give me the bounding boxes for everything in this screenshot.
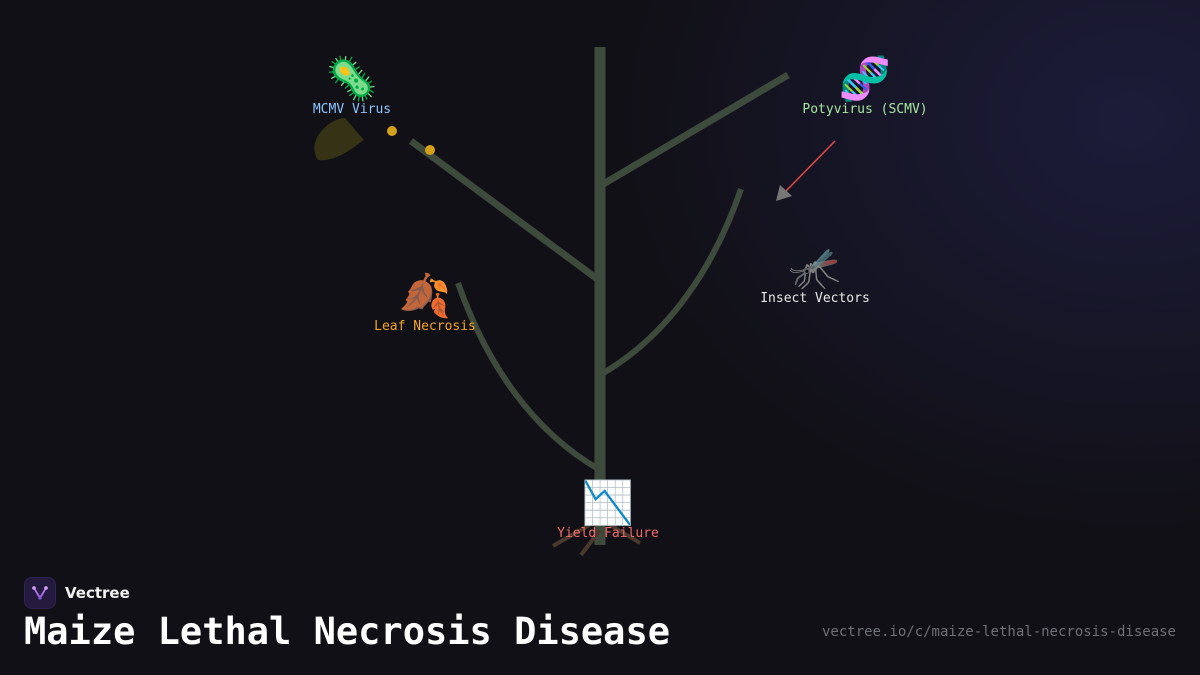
root-right <box>600 518 642 545</box>
branch-upper-right <box>598 71 790 190</box>
arrow-line <box>785 140 836 192</box>
mosquito-icon: 🦟 <box>788 243 842 292</box>
dna-icon: 🧬 <box>838 54 892 103</box>
vectree-logo-icon <box>24 577 56 609</box>
brand-name: Vectree <box>65 584 130 602</box>
node-leaf-necrosis[interactable]: 🍂 Leaf Necrosis <box>374 271 476 335</box>
microbe-icon: 🦠 <box>325 54 379 103</box>
brand[interactable]: Vectree <box>24 577 130 609</box>
node-label: MCMV Virus <box>312 102 392 117</box>
leaf-blob <box>314 118 364 161</box>
node-insect-vectors[interactable]: 🦟 Insect Vectors <box>760 243 870 307</box>
dot-1 <box>387 126 397 136</box>
arrow-head <box>776 185 792 201</box>
branch-upper-left <box>408 138 603 284</box>
branch-lower-right <box>598 188 744 378</box>
root-mid <box>579 528 602 557</box>
node-yield-failure[interactable]: 📉 Yield Failure <box>557 478 659 542</box>
node-label: Yield Failure <box>557 526 659 541</box>
page-url[interactable]: vectree.io/c/maize-lethal-necrosis-disea… <box>821 624 1176 640</box>
node-label: Leaf Necrosis <box>374 319 476 334</box>
node-potyvirus[interactable]: 🧬 Potyvirus (SCMV) <box>802 54 928 118</box>
branch-lower-left <box>455 282 602 473</box>
node-label: Insect Vectors <box>760 291 870 306</box>
chart-decreasing-icon: 📉 <box>581 478 635 527</box>
node-label: Potyvirus (SCMV) <box>802 102 928 117</box>
fallen-leaf-icon: 🍂 <box>398 271 452 320</box>
dot-2 <box>425 145 435 155</box>
node-mcmv-virus[interactable]: 🦠 MCMV Virus <box>312 54 392 118</box>
page-title: Maize Lethal Necrosis Disease <box>24 610 671 653</box>
root-left <box>551 518 600 548</box>
